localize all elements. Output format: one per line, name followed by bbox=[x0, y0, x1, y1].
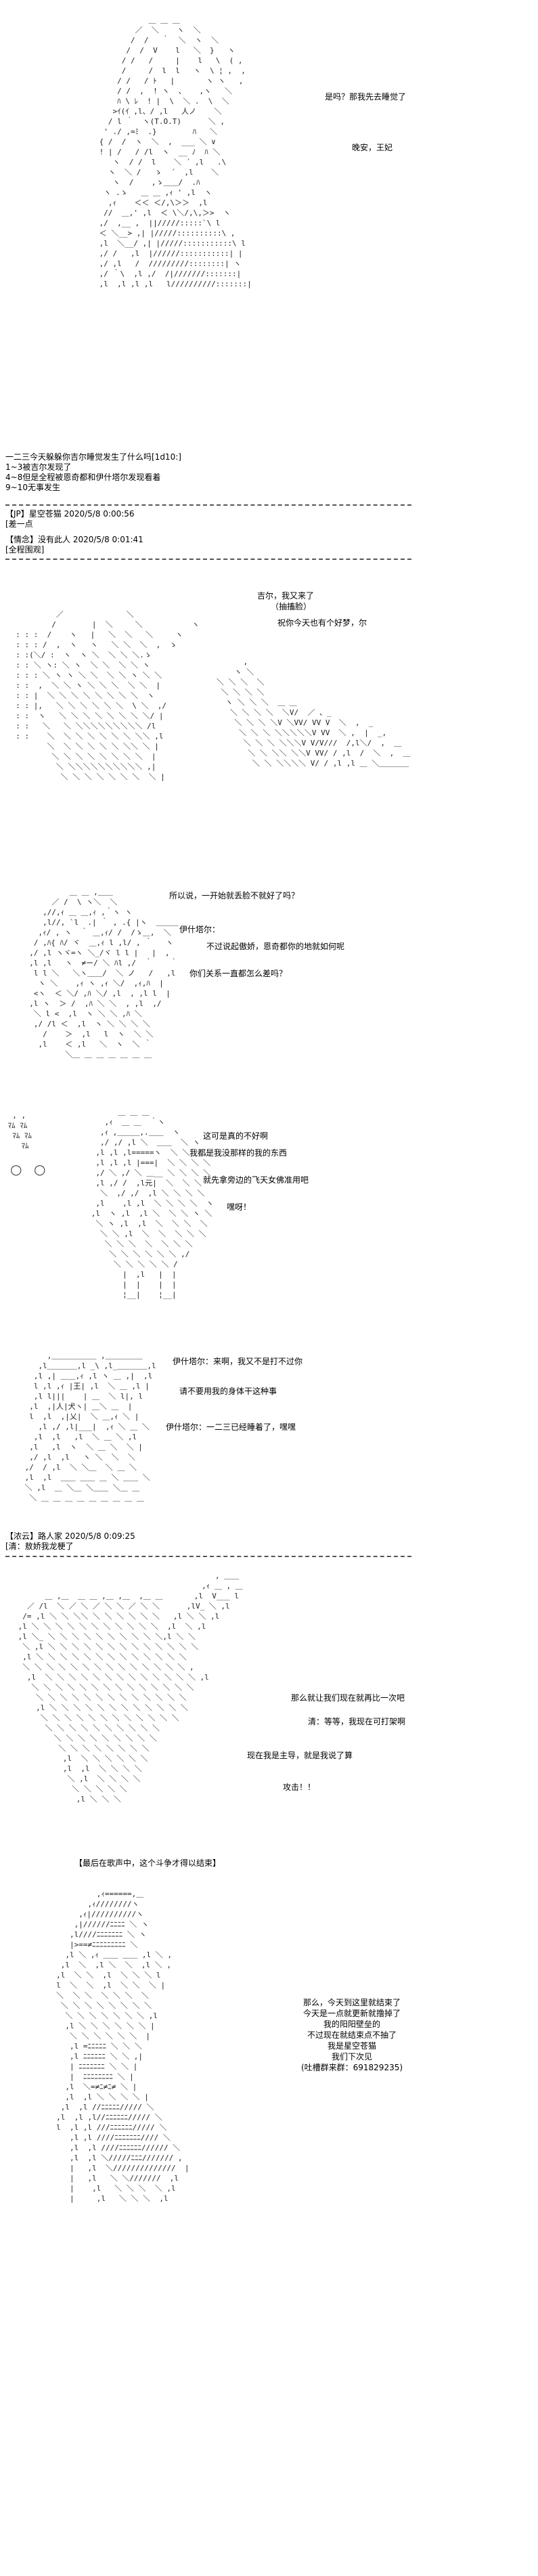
dialogue-text: 今天是一点就更新就撸掉了 bbox=[302, 2009, 401, 2018]
panel-7: ,ｨ======,＿ ,ｨ////////ヽ ,ｨ|//////////ヽ ,|… bbox=[0, 1882, 538, 2573]
ascii-art-figure-right: , ヽ ＼ ＼ ＼ ＼ ＼ ＼ ＼ ＼ ＼ ヽ ＼ ＼ ＼ ＿ ＿ ＼ ＼ ＼ … bbox=[216, 657, 411, 768]
dialogue-text: 我们下次见 bbox=[331, 2052, 372, 2061]
panel-3: ＿ ＿ ,＿＿ ／ / \ ヽ＼ ＼ ,//,ｨ ＿ ＿,ｨ ,｀ヽ ヽ ,l/… bbox=[0, 867, 538, 1090]
dialogue-text: 伊什塔尔： bbox=[179, 925, 221, 934]
dialogue-text: 我是星空苍猫 bbox=[327, 2041, 376, 2051]
dialogue-text: （抽搐脸） bbox=[271, 602, 312, 611]
comment-header: 【浓云】路人家 2020/5/8 0:09:25 bbox=[5, 1531, 135, 1541]
dialogue-text: 伊什塔尔：一二三已经睡着了，嘿嘿 bbox=[166, 1422, 296, 1432]
comment-1: 【JP】星空苍猫 2020/5/8 0:00:56 [差一点 bbox=[5, 509, 135, 529]
dialogue-text: 我的阳阳壁垒的 bbox=[323, 2020, 380, 2029]
divider bbox=[5, 504, 411, 506]
dialogue-text: 所以说，一开始就丢脸不就好了吗？ bbox=[169, 891, 300, 900]
dialogue-text: 清：等等，我现在可打架啊 bbox=[308, 1717, 406, 1726]
ascii-art-figure-sleeping: ＿ ＿ ＿ ／ ＼ ヽ ＼ / / ｀ ＼ ヽ ＼ / / V l ＼ } ヽ … bbox=[99, 16, 252, 288]
dialogue-text: 嘿呀！ bbox=[227, 1202, 252, 1212]
panel-6: , ＿＿ ,ｨ ＿ , ＿ ＿ ,＿ ＿ ＿ ,＿ ,＿ ,＿ ＿ ,l V__… bbox=[0, 1564, 538, 1848]
intro-block: 一二三今天躲躲你吉尔睡觉发生了什么吗[1d10:] 1~3被吉尔发现了 4~8但… bbox=[5, 452, 181, 493]
dialogue-text: 那么就让我们现在就再比一次吧 bbox=[291, 1693, 405, 1703]
dialogue-text: 伊什塔尔：来啊，我又不是打不过你 bbox=[173, 1357, 303, 1366]
summary-text: 【最后在歌声中，这个斗争才得以结束】 bbox=[74, 1858, 221, 1868]
ascii-art-figure-flying: ＿ ＿ ＿ ,ｨ ＿ ＿ ｀ヽ ,ｨ ,＿＿＿,.＿＿ ヽ ,/ ,/ ,l ＼… bbox=[91, 1108, 214, 1299]
dialogue-text: 吉尔，我又来了 bbox=[257, 591, 315, 601]
comment-header: 【JP】星空苍猫 2020/5/8 0:00:56 bbox=[5, 509, 135, 519]
summary-caption: 【最后在歌声中，这个斗争才得以结束】 bbox=[74, 1858, 221, 1869]
ascii-art-figures-battle: , ＿＿ ,ｨ ＿ , ＿ ＿ ,＿ ＿ ＿ ,＿ ,＿ ,＿ ＿ ,l V__… bbox=[18, 1571, 243, 1804]
ascii-art-figure-scene: ／ ＼ / | ＼ ＼ ヽ : : : / ヽ | ＼ ＼ ＼ ヽ : : : … bbox=[16, 610, 200, 781]
intro-line: 9~10无事发生 bbox=[5, 483, 60, 492]
ascii-art-figure-flower: , , ﾏﾑ ﾏﾑ ﾏﾑ ﾏﾑ ﾏﾑ bbox=[7, 1111, 32, 1150]
panel-4: ○ ○ , , ﾏﾑ ﾏﾑ ﾏﾑ ﾏﾑ ﾏﾑ ＿ ＿ ＿ ,ｨ ＿ ＿ ｀ヽ ,… bbox=[0, 1100, 538, 1324]
ascii-art-figures-pair: ＿ ＿ ,＿＿ ／ / \ ヽ＼ ＼ ,//,ｨ ＿ ＿,ｨ ,｀ヽ ヽ ,l/… bbox=[29, 888, 179, 1059]
intro-line: 一二三今天躲躲你吉尔睡觉发生了什么吗[1d10:] bbox=[5, 452, 181, 462]
dialogue-text: 现在我是主导，就是我说了算 bbox=[247, 1751, 353, 1760]
dialogue-text: 这可是真的不好啊 bbox=[203, 1131, 269, 1141]
dialogue-text: 请不要用我的身体干这种事 bbox=[179, 1387, 277, 1396]
dialogue-text: 攻击！！ bbox=[283, 1783, 316, 1792]
divider bbox=[5, 1556, 411, 1557]
ascii-art-figure-closing: ,ｨ======,＿ ,ｨ////////ヽ ,ｨ|//////////ヽ ,|… bbox=[56, 1890, 189, 2203]
dialogue-text: 祝你今天也有个好梦，尔 bbox=[277, 618, 367, 628]
dialogue-text: 我都是我没那样的我的东西 bbox=[189, 1148, 288, 1158]
panel-2: ／ ＼ / | ＼ ＼ ヽ : : : / ヽ | ＼ ＼ ＼ ヽ : : : … bbox=[0, 569, 538, 853]
comment-text: [差一点 bbox=[5, 519, 33, 529]
circle-icon: ○ bbox=[34, 1161, 46, 1177]
panel-1: ＿ ＿ ＿ ／ ＼ ヽ ＼ / / ｀ ＼ ヽ ＼ / / V l ＼ } ヽ … bbox=[0, 0, 538, 308]
comment-text: [清：敖娇我龙梗了 bbox=[5, 1542, 74, 1551]
divider bbox=[5, 559, 411, 560]
intro-line: 4~8但是全程被恩奇都和伊什塔尔发现看着 bbox=[5, 473, 161, 482]
dialogue-text: 是吗？那我先去睡觉了 bbox=[325, 92, 407, 102]
closing-dialogue: 那么，今天到这里就结束了 今天是一点就更新就撸掉了 我的阳阳壁垒的 不过现在就结… bbox=[277, 1997, 426, 2073]
circle-icon: ○ bbox=[10, 1161, 22, 1177]
dialogue-text: 不过说起傲娇，恩奇都你的地就如何呢 bbox=[206, 942, 345, 951]
dialogue-text: 晚安，王妃 bbox=[352, 143, 393, 152]
dialogue-text: (吐槽群来群：691829235) bbox=[300, 2063, 403, 2072]
dialogue-text: 不过现在就结束点不抽了 bbox=[307, 2030, 397, 2040]
dialogue-text: 你们关系一直都怎么差吗？ bbox=[189, 969, 288, 978]
comment-2: 【情念】没有此人 2020/5/8 0:01:41 [全程围观] bbox=[5, 535, 143, 555]
panel-5: ,＿＿＿＿＿＿ ,＿＿＿＿＿ ,l＿＿＿＿,l _\ ,l_＿＿＿＿,l ,l … bbox=[0, 1337, 538, 1544]
dialogue-text: 那么，今天到这里就结束了 bbox=[302, 1998, 401, 2007]
dialogue-text: 就先拿旁边的飞天女佛准用吧 bbox=[203, 1175, 309, 1185]
comment-header: 【情念】没有此人 2020/5/8 0:01:41 bbox=[5, 535, 143, 544]
comment-3: 【浓云】路人家 2020/5/8 0:09:25 [清：敖娇我龙梗了 bbox=[5, 1531, 135, 1552]
comment-text: [全程围观] bbox=[5, 545, 45, 554]
intro-line: 1~3被吉尔发现了 bbox=[5, 462, 72, 472]
ascii-art-figures-arguing: ,＿＿＿＿＿＿ ,＿＿＿＿＿ ,l＿＿＿＿,l _\ ,l_＿＿＿＿,l ,l … bbox=[24, 1351, 156, 1502]
